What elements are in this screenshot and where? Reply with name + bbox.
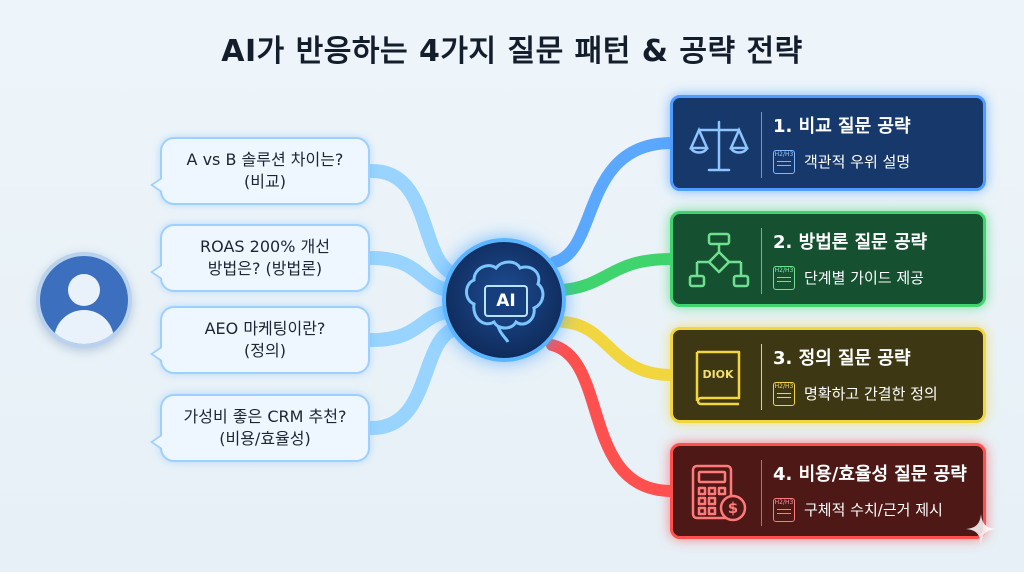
brain-icon	[465, 260, 545, 343]
question-bubble-cost: 가성비 좋은 CRM 추천? (비용/효율성)	[150, 394, 370, 462]
strategy-description: 객관적 우위 설명	[804, 153, 911, 171]
ai-chip-label: AI	[484, 285, 528, 317]
question-line-1: AEO 마케팅이란?	[204, 319, 326, 339]
question-line-2: (비교)	[244, 172, 286, 191]
question-bubble-methodology: ROAS 200% 개선 방법은? (방법론)	[150, 224, 370, 292]
strategy-card-comparison: 1. 비교 질문 공략 H2/H3 객관적 우위 설명	[670, 95, 986, 191]
ai-brain-hub: AI	[442, 238, 566, 362]
strategy-title: 1. 비교 질문 공략	[773, 116, 911, 137]
dictionary-icon: DIOK	[695, 350, 741, 406]
question-bubble-comparison: A vs B 솔루션 차이는? (비교)	[150, 137, 370, 205]
strategy-title: 3. 정의 질문 공략	[773, 348, 911, 369]
svg-text:$: $	[728, 499, 738, 517]
h2-h3-badge-icon: H2/H3	[773, 382, 795, 406]
strategy-title: 4. 비용/효율성 질문 공략	[773, 464, 967, 485]
h2-h3-badge-icon: H2/H3	[773, 498, 795, 522]
page-title: AI가 반응하는 4가지 질문 패턴 & 공략 전략	[221, 34, 803, 69]
strategy-description: 단계별 가이드 제공	[804, 269, 924, 287]
svg-text:DIOK: DIOK	[702, 368, 734, 381]
strategy-title: 2. 방법론 질문 공략	[773, 232, 928, 253]
calculator-icon: $	[691, 464, 747, 522]
h2-h3-badge-icon: H2/H3	[773, 266, 795, 290]
strategy-description: 구체적 수치/근거 제시	[804, 501, 943, 519]
question-line-2: (비용/효율성)	[219, 429, 311, 448]
question-line-1: 가성비 좋은 CRM 추천?	[183, 407, 347, 427]
h2-h3-badge-icon: H2/H3	[773, 150, 795, 174]
scale-icon	[689, 120, 749, 172]
strategy-card-definition: DIOK 3. 정의 질문 공략 H2/H3 명확하고 간결한 정의	[670, 327, 986, 423]
strategy-description: 명확하고 간결한 정의	[804, 385, 938, 403]
question-line-2: (정의)	[244, 341, 286, 360]
user-avatar-icon	[36, 252, 132, 348]
strategy-card-methodology: 2. 방법론 질문 공략 H2/H3 단계별 가이드 제공	[670, 211, 986, 307]
flowchart-icon	[688, 232, 750, 288]
question-line-1: ROAS 200% 개선	[200, 237, 330, 257]
question-line-1: A vs B 솔루션 차이는?	[186, 150, 344, 170]
sparkle-icon	[966, 514, 996, 544]
question-bubble-definition: AEO 마케팅이란? (정의)	[150, 306, 370, 374]
strategy-card-cost: $ 4. 비용/효율성 질문 공략 H2/H3 구체적 수치/근거 제시	[670, 443, 986, 539]
question-line-2: 방법은? (방법론)	[207, 259, 323, 278]
